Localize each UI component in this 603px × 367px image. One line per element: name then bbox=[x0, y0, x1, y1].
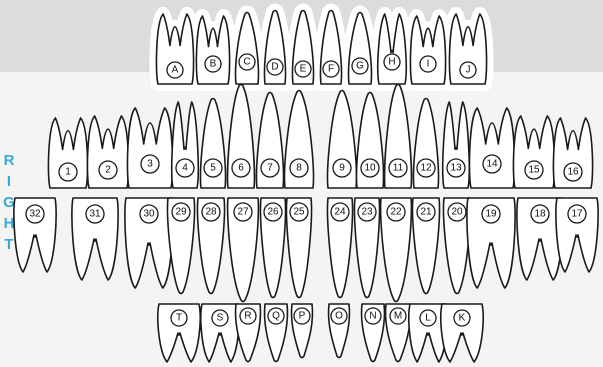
permanent-lower-tooth: 17 bbox=[556, 198, 598, 272]
tooth-number: S bbox=[217, 313, 224, 324]
tooth-number: 18 bbox=[534, 209, 546, 220]
tooth-number: J bbox=[466, 65, 471, 76]
tooth-number: 21 bbox=[420, 207, 432, 218]
tooth-number: A bbox=[172, 65, 179, 76]
tooth-number: 3 bbox=[147, 159, 153, 170]
permanent-lower-tooth: 25 bbox=[287, 198, 312, 298]
tooth-number: D bbox=[271, 62, 278, 73]
tooth-number: 9 bbox=[339, 163, 345, 174]
tooth-number: 23 bbox=[361, 207, 373, 218]
permanent-upper-tooth: 1 bbox=[48, 118, 87, 188]
permanent-lower-tooth: 23 bbox=[355, 198, 380, 298]
tooth-number: 30 bbox=[143, 209, 155, 220]
tooth-number: 8 bbox=[296, 163, 302, 174]
primary-lower-tooth: S bbox=[201, 304, 239, 362]
permanent-lower-tooth: 19 bbox=[467, 198, 515, 288]
tooth-number: 27 bbox=[237, 207, 249, 218]
tooth-number: 24 bbox=[334, 207, 346, 218]
permanent-upper-tooth: 11 bbox=[385, 85, 412, 189]
tooth-number: 19 bbox=[485, 209, 497, 220]
tooth-number: L bbox=[425, 313, 431, 324]
tooth-number: 28 bbox=[205, 207, 217, 218]
tooth-number: 25 bbox=[293, 207, 305, 218]
tooth-outline bbox=[127, 108, 172, 188]
primary-lower-tooth: Q bbox=[265, 304, 288, 362]
primary-lower-tooth: K bbox=[441, 304, 483, 362]
permanent-upper-tooth: 4 bbox=[172, 102, 198, 188]
tooth-number: M bbox=[394, 311, 402, 322]
permanent-upper-tooth: 10 bbox=[357, 93, 384, 189]
tooth-number: 13 bbox=[450, 163, 462, 174]
permanent-upper-tooth: 5 bbox=[201, 99, 226, 189]
tooth-number: 10 bbox=[364, 163, 376, 174]
tooth-number: Q bbox=[272, 311, 280, 322]
permanent-lower-tooth: 32 bbox=[14, 198, 56, 272]
tooth-number: I bbox=[427, 59, 430, 70]
tooth-number: 22 bbox=[390, 207, 402, 218]
tooth-number: 31 bbox=[89, 209, 101, 220]
permanent-upper-tooth: 15 bbox=[513, 116, 554, 188]
tooth-number: 17 bbox=[571, 209, 583, 220]
tooth-number: 1 bbox=[65, 167, 71, 178]
permanent-upper-tooth: 9 bbox=[328, 91, 357, 189]
tooth-number: 7 bbox=[267, 163, 273, 174]
primary-lower-tooth: M bbox=[386, 304, 411, 362]
tooth-number: C bbox=[243, 57, 250, 68]
tooth-number: E bbox=[300, 64, 307, 75]
tooth-number: 5 bbox=[210, 163, 216, 174]
tooth-number: T bbox=[176, 313, 182, 324]
permanent-upper-tooth: 2 bbox=[87, 116, 128, 188]
tooth-number: 11 bbox=[393, 163, 404, 174]
tooth-outline bbox=[469, 108, 514, 188]
permanent-upper-tooth: 14 bbox=[469, 108, 514, 188]
permanent-lower-tooth: 22 bbox=[381, 198, 412, 302]
tooth-number: K bbox=[459, 313, 466, 324]
tooth-number: 32 bbox=[29, 209, 41, 220]
tooth-number: H bbox=[388, 57, 395, 68]
permanent-upper-tooth: 7 bbox=[257, 93, 284, 189]
permanent-lower-tooth: 26 bbox=[261, 198, 286, 298]
tooth-number: 16 bbox=[567, 167, 579, 178]
teeth-layer: ABCDEFGHIJ123456789101112131415163231302… bbox=[14, 11, 598, 363]
primary-lower-tooth: T bbox=[158, 304, 200, 362]
primary-lower-tooth: R bbox=[236, 304, 261, 362]
primary-lower-tooth: O bbox=[329, 304, 350, 358]
tooth-number: G bbox=[356, 61, 364, 72]
tooth-number: R bbox=[244, 311, 251, 322]
tooth-number: 15 bbox=[528, 165, 540, 176]
permanent-lower-tooth: 28 bbox=[198, 198, 225, 294]
tooth-number: N bbox=[369, 311, 376, 322]
tooth-number: 2 bbox=[105, 165, 111, 176]
tooth-number: P bbox=[299, 311, 306, 322]
tooth-number: 20 bbox=[451, 207, 463, 218]
permanent-upper-tooth: 16 bbox=[553, 118, 592, 188]
tooth-number: F bbox=[328, 64, 334, 75]
tooth-number: 6 bbox=[238, 163, 244, 174]
primary-lower-tooth: N bbox=[362, 304, 385, 362]
permanent-lower-tooth: 30 bbox=[125, 198, 173, 288]
tooth-number: 14 bbox=[486, 159, 498, 170]
tooth-number: 29 bbox=[175, 207, 187, 218]
permanent-lower-tooth: 29 bbox=[168, 198, 195, 294]
permanent-upper-tooth: 8 bbox=[285, 91, 314, 189]
permanent-lower-tooth: 31 bbox=[72, 198, 118, 280]
primary-lower-tooth: P bbox=[292, 304, 313, 358]
tooth-number: B bbox=[210, 59, 217, 70]
permanent-upper-tooth: 6 bbox=[228, 85, 255, 189]
permanent-upper-tooth: 3 bbox=[127, 108, 172, 188]
permanent-upper-tooth: 13 bbox=[443, 102, 469, 188]
permanent-lower-tooth: 21 bbox=[413, 198, 440, 294]
tooth-number: 12 bbox=[420, 163, 432, 174]
tooth-number: O bbox=[335, 311, 343, 322]
permanent-lower-tooth: 27 bbox=[228, 198, 259, 302]
tooth-number: 4 bbox=[182, 163, 188, 174]
permanent-upper-tooth: 12 bbox=[414, 99, 439, 189]
tooth-number: 26 bbox=[267, 207, 279, 218]
permanent-lower-tooth: 24 bbox=[328, 198, 353, 298]
